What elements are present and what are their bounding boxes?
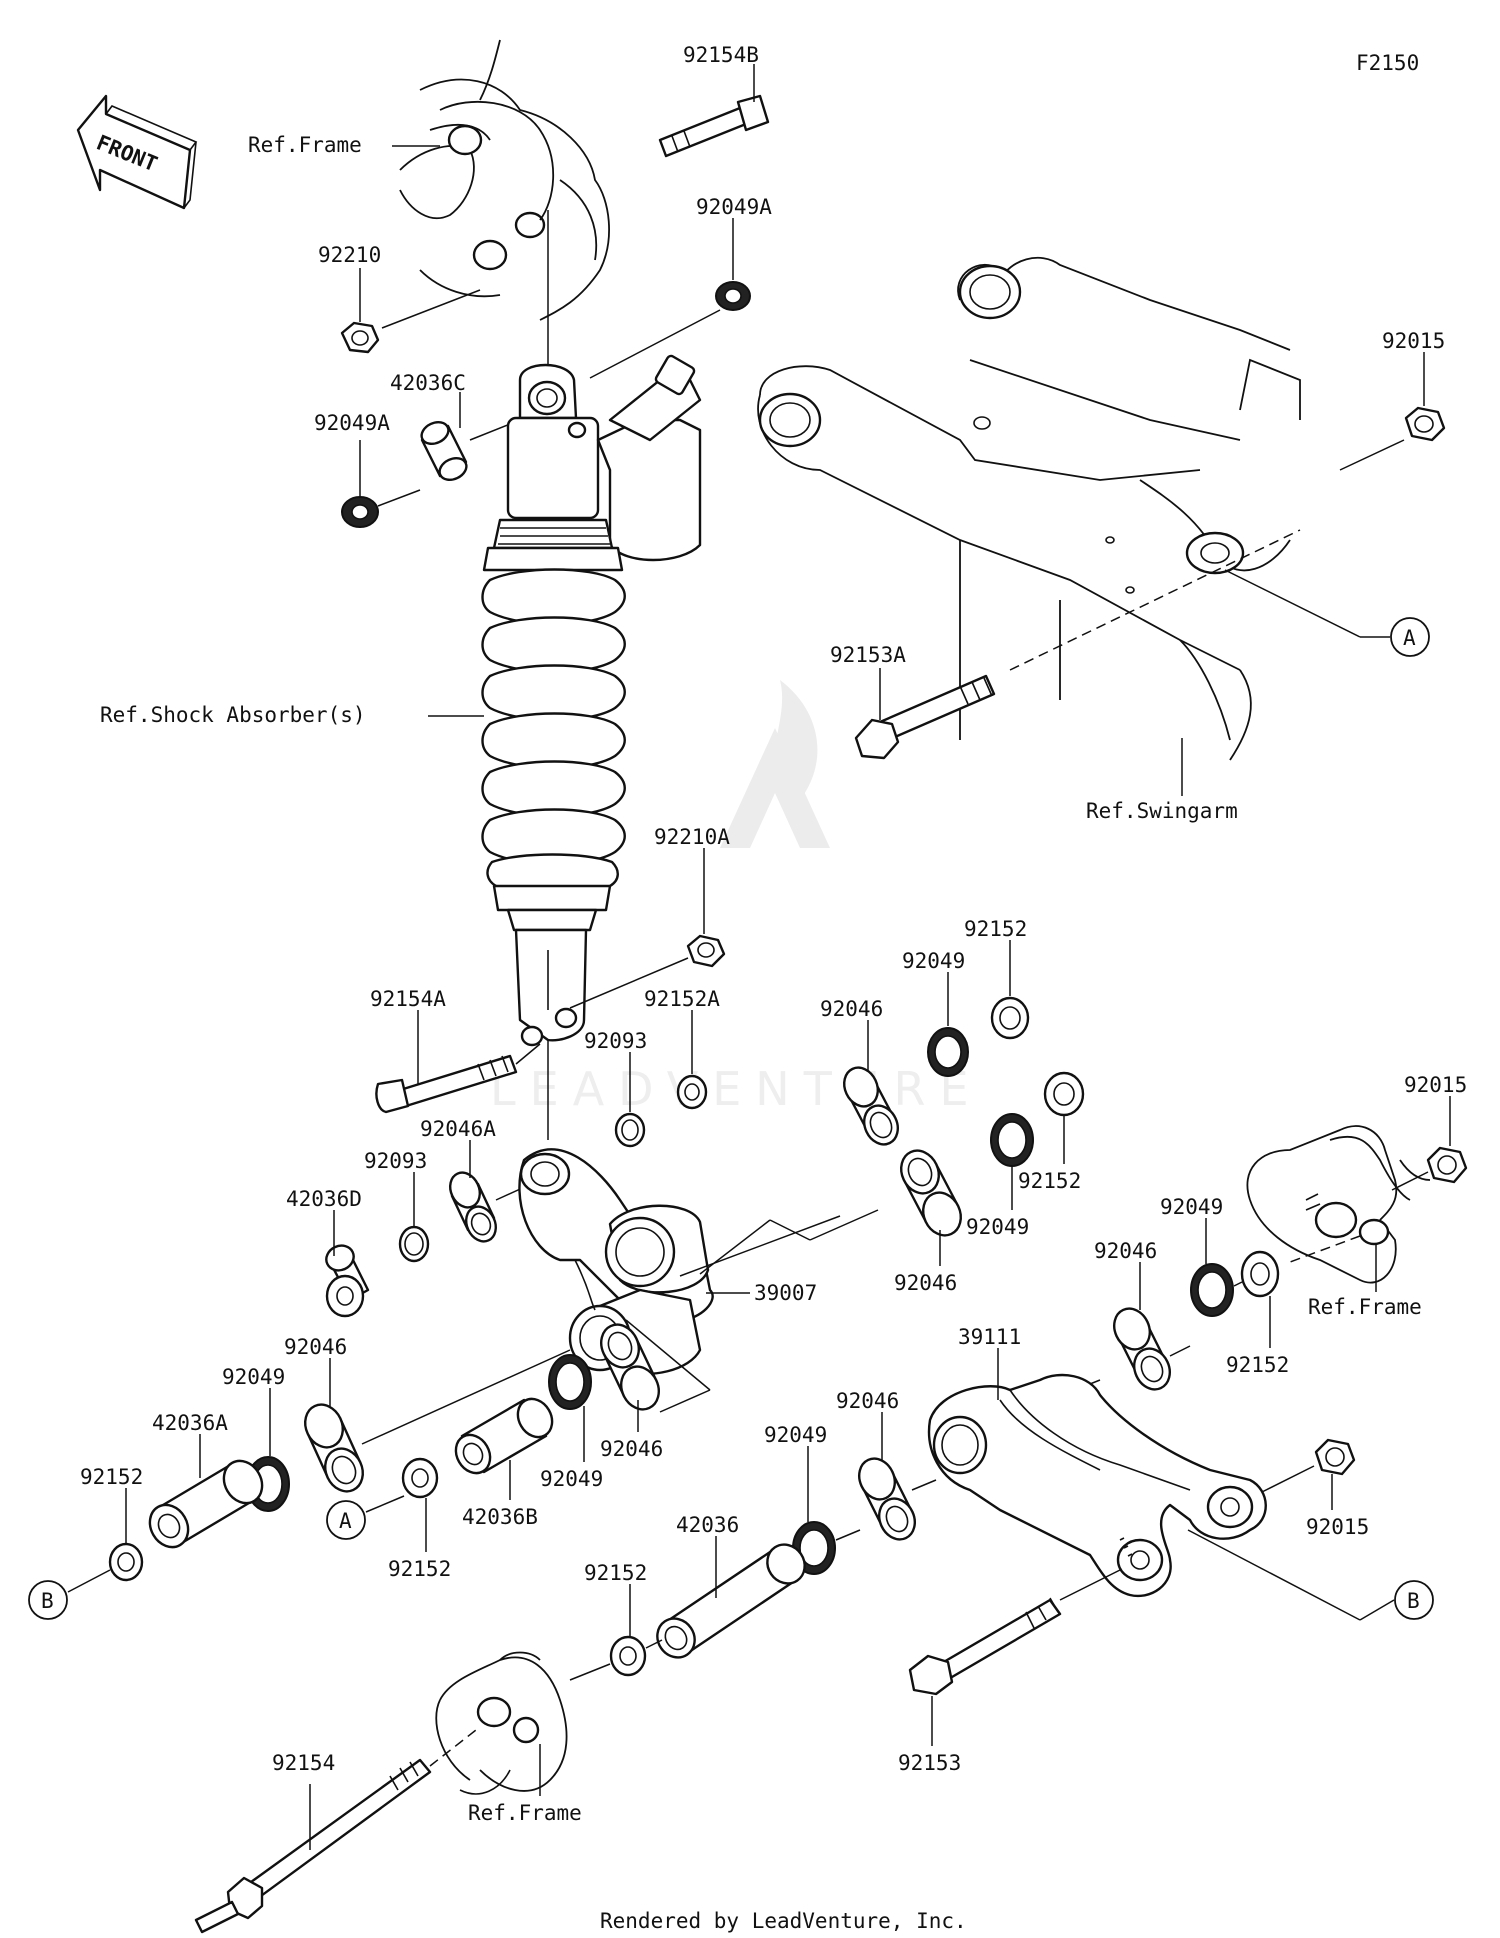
collar-92093-left bbox=[398, 1225, 430, 1263]
nut-92210A bbox=[686, 934, 726, 968]
bolt-92154 bbox=[194, 1758, 432, 1934]
collar-42036B bbox=[454, 1397, 554, 1475]
label-circle-b-right: B bbox=[1407, 1589, 1420, 1613]
label-92152-low: 92152 bbox=[388, 1557, 451, 1581]
label-92152A: 92152A bbox=[644, 987, 720, 1011]
seal-92152-left bbox=[108, 1542, 144, 1582]
label-92049A-left: 92049A bbox=[314, 411, 390, 435]
ref-marker-a-swingarm bbox=[1390, 617, 1430, 657]
bearing-92046A bbox=[449, 1171, 497, 1243]
collar-92093-top bbox=[614, 1112, 646, 1148]
seal-92152-bottom bbox=[609, 1635, 647, 1677]
label-42036C: 42036C bbox=[390, 371, 466, 395]
label-92154: 92154 bbox=[272, 1751, 335, 1775]
nut-92015-link bbox=[1314, 1438, 1356, 1476]
nut-92015-top bbox=[1404, 406, 1446, 442]
footer-credit: Rendered by LeadVenture, Inc. bbox=[600, 1909, 967, 1933]
label-39111: 39111 bbox=[958, 1325, 1021, 1349]
label-92093-top: 92093 bbox=[584, 1029, 647, 1053]
label-92152-right: 92152 bbox=[1018, 1169, 1081, 1193]
label-92046-left: 92046 bbox=[284, 1335, 347, 1359]
label-92049-link: 92049 bbox=[764, 1423, 827, 1447]
label-42036D: 42036D bbox=[286, 1187, 362, 1211]
bolt-92154A bbox=[375, 1054, 518, 1114]
collar-42036A bbox=[148, 1459, 264, 1549]
watermark-text: LEADVENTURE bbox=[490, 1062, 983, 1116]
label-92049-mid: 92049 bbox=[966, 1215, 1029, 1239]
seal-92152-rf bbox=[1240, 1250, 1280, 1298]
label-92210A: 92210A bbox=[654, 825, 730, 849]
label-92049-rf: 92049 bbox=[1160, 1195, 1223, 1219]
figure-code: F2150 bbox=[1356, 51, 1419, 75]
bearing-92046-left bbox=[304, 1403, 364, 1493]
label-92046-low: 92046 bbox=[600, 1437, 663, 1461]
label-92154B: 92154B bbox=[683, 43, 759, 67]
label-42036B: 42036B bbox=[462, 1505, 538, 1529]
frame-right-bracket bbox=[1246, 1125, 1431, 1284]
label-92152-top: 92152 bbox=[964, 917, 1027, 941]
label-ref-swingarm: Ref.Swingarm bbox=[1086, 799, 1238, 823]
label-92049-top: 92049 bbox=[902, 949, 965, 973]
label-92210: 92210 bbox=[318, 243, 381, 267]
label-92152-bottom: 92152 bbox=[584, 1561, 647, 1585]
shock-absorber bbox=[481, 210, 702, 1047]
tie-rod-39111 bbox=[927, 1373, 1267, 1598]
label-42036A: 42036A bbox=[152, 1411, 228, 1435]
label-92015-right: 92015 bbox=[1404, 1073, 1467, 1097]
seal-92152-top bbox=[990, 996, 1030, 1040]
frame-top-bracket bbox=[399, 39, 610, 321]
label-39007: 39007 bbox=[754, 1281, 817, 1305]
bearing-92046-rf bbox=[1113, 1307, 1171, 1391]
label-ref-frame-bottom: Ref.Frame bbox=[468, 1801, 582, 1825]
label-circle-a-low: A bbox=[339, 1509, 352, 1533]
label-circle-a-swingarm: A bbox=[1403, 626, 1416, 650]
label-92049-left: 92049 bbox=[222, 1365, 285, 1389]
seal-92152-right bbox=[1043, 1071, 1085, 1117]
swingarm-ref bbox=[757, 256, 1301, 761]
label-92015-top: 92015 bbox=[1382, 329, 1445, 353]
bearing-92046-link bbox=[858, 1457, 916, 1541]
collar-42036D bbox=[325, 1244, 370, 1318]
label-92154A: 92154A bbox=[370, 987, 446, 1011]
label-92049-low: 92049 bbox=[540, 1467, 603, 1491]
front-arrow-icon: FRONT bbox=[76, 94, 198, 210]
nut-92015-right bbox=[1426, 1146, 1468, 1184]
bolt-92153A bbox=[854, 674, 996, 760]
bearing-92046-mid bbox=[900, 1149, 962, 1237]
label-92015-link: 92015 bbox=[1306, 1515, 1369, 1539]
label-92152-rf: 92152 bbox=[1226, 1353, 1289, 1377]
label-92049A-top: 92049A bbox=[696, 195, 772, 219]
label-92046-rf: 92046 bbox=[1094, 1239, 1157, 1263]
label-circle-b-left: B bbox=[41, 1589, 54, 1613]
label-ref-shock: Ref.Shock Absorber(s) bbox=[100, 703, 366, 727]
label-92046A: 92046A bbox=[420, 1117, 496, 1141]
label-92046-top: 92046 bbox=[820, 997, 883, 1021]
label-92046-link: 92046 bbox=[836, 1389, 899, 1413]
nut-92210 bbox=[340, 321, 380, 354]
ref-marker-b-left bbox=[28, 1580, 68, 1620]
bolt-92154B bbox=[658, 94, 770, 158]
bolt-92153 bbox=[908, 1597, 1062, 1696]
ref-marker-b-right bbox=[1394, 1580, 1434, 1620]
label-ref-frame-top: Ref.Frame bbox=[248, 133, 362, 157]
frame-bottom-bracket bbox=[435, 1651, 568, 1795]
seal-92152-low bbox=[401, 1457, 439, 1499]
label-92093-left: 92093 bbox=[364, 1149, 427, 1173]
label-92046-mid: 92046 bbox=[894, 1271, 957, 1295]
seal-92152A bbox=[676, 1074, 708, 1110]
label-92153A: 92153A bbox=[830, 643, 906, 667]
label-42036: 42036 bbox=[676, 1513, 739, 1537]
bearing-92046-top bbox=[843, 1066, 899, 1146]
label-92153: 92153 bbox=[898, 1751, 961, 1775]
label-ref-frame-right: Ref.Frame bbox=[1308, 1295, 1422, 1319]
collar-42036 bbox=[656, 1543, 806, 1659]
collar-42036C bbox=[420, 420, 468, 482]
ref-marker-a-low bbox=[326, 1500, 366, 1540]
bearing-92046-low bbox=[600, 1323, 660, 1411]
label-92152-left: 92152 bbox=[80, 1465, 143, 1489]
